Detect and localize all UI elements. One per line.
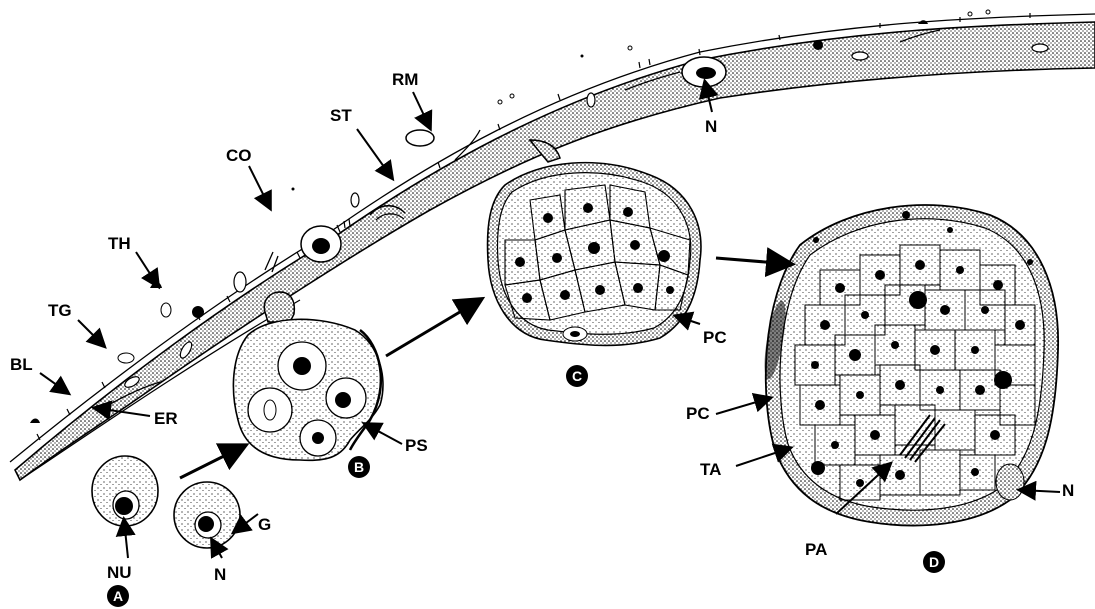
stage-a-cells <box>92 456 240 548</box>
stage-marker-c: C <box>566 365 588 387</box>
label-n-syncytium: N <box>705 118 717 135</box>
label-tg: TG <box>48 302 72 319</box>
stage-marker-b: B <box>348 456 370 478</box>
label-rm: RM <box>392 71 418 88</box>
label-nu: NU <box>107 564 132 581</box>
label-n-villus: N <box>1062 482 1074 499</box>
label-co: CO <box>226 147 252 164</box>
label-pc-d: PC <box>686 405 710 422</box>
label-th: TH <box>108 235 131 252</box>
label-pc-c: PC <box>703 329 727 346</box>
label-bl: BL <box>10 356 33 373</box>
label-pa: PA <box>805 541 827 558</box>
stage-b-cluster <box>233 319 383 460</box>
stage-c-cluster <box>488 163 701 346</box>
label-ta: TA <box>700 461 721 478</box>
label-ps: PS <box>405 437 428 454</box>
stage-d-villus <box>760 205 1058 526</box>
label-g: G <box>258 516 271 533</box>
label-n-cell: N <box>214 566 226 583</box>
stage-marker-d: D <box>923 551 945 573</box>
label-er: ER <box>154 410 178 427</box>
syncytial-sprout-stalk-b <box>264 292 294 322</box>
label-st: ST <box>330 107 352 124</box>
stage-marker-a: A <box>107 585 129 607</box>
